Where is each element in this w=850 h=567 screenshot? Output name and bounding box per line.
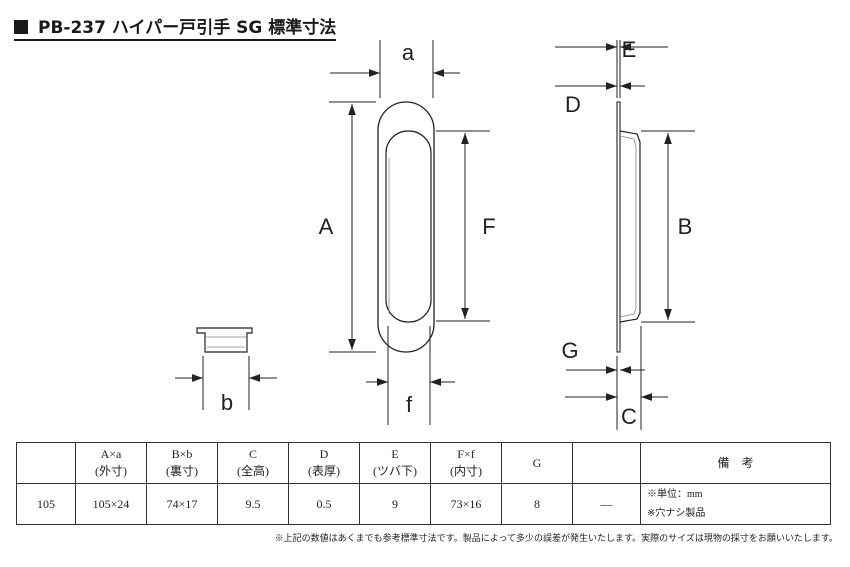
header-cell-blank xyxy=(16,442,76,484)
dim-label-C: C xyxy=(621,404,637,429)
header-top: A×a xyxy=(100,447,122,461)
front-inner-recess xyxy=(385,130,432,323)
dim-label-f: f xyxy=(406,392,413,417)
side-flange xyxy=(616,101,621,353)
spec-header-row: A×a (外寸) B×b (裏寸) C (全高) D (表厚) E (ツバ下) F×f (内… xyxy=(16,442,831,484)
side-view xyxy=(555,40,695,430)
cross-section-view xyxy=(175,327,277,410)
header-cell-C: C (全高) xyxy=(217,442,289,484)
dim-label-E: E xyxy=(622,37,637,62)
cell-Aa: 105×24 xyxy=(75,483,147,525)
header-top: G xyxy=(532,455,542,470)
cell-C: 9.5 xyxy=(217,483,289,525)
cell-Bb: 74×17 xyxy=(146,483,218,525)
header-sub: (内寸) xyxy=(450,464,482,478)
spec-data-row: 105 105×24 74×17 9.5 0.5 9 73×16 8 — ※単位… xyxy=(16,483,831,525)
cell-G: 8 xyxy=(501,483,573,525)
footnote: ※上記の数値はあくまでも参考標準寸法です。製品によって多少の誤差が発生いたします… xyxy=(274,533,838,543)
header-cell-Aa: A×a (外寸) xyxy=(75,442,147,484)
cell-remarks: ※単位：mm ※穴ナシ製品 xyxy=(640,483,831,525)
header-cell-G: G xyxy=(501,442,573,484)
header-top: C xyxy=(248,447,257,461)
dim-label-b: b xyxy=(221,390,233,415)
header-top: F×f xyxy=(457,447,475,461)
header-sub: (全高) xyxy=(237,464,269,478)
header-top: B×b xyxy=(171,447,193,461)
dim-label-F: F xyxy=(482,214,495,239)
side-body xyxy=(619,130,641,323)
cell-Ff: 73×16 xyxy=(430,483,502,525)
header-cell-Ff: F×f (内寸) xyxy=(430,442,502,484)
dim-label-a: a xyxy=(402,40,415,65)
header-cell-remarks: 備 考 xyxy=(640,442,831,484)
note-no-hole: ※穴ナシ製品 xyxy=(647,508,706,519)
title-square-icon xyxy=(14,20,28,34)
header-sub: (表厚) xyxy=(308,464,340,478)
note-unit: ※単位：mm xyxy=(647,489,703,500)
spec-table: A×a (外寸) B×b (裏寸) C (全高) D (表厚) E (ツバ下) F×f (内… xyxy=(16,442,831,525)
cell-size: 105 xyxy=(16,483,76,525)
dim-label-G: G xyxy=(561,338,578,363)
header-cell-blank-2 xyxy=(572,442,641,484)
title-text: PB-237 ハイパー戸引手 SG 標準寸法 xyxy=(38,18,337,38)
technical-drawing: a A F f b E D B G C xyxy=(175,37,695,430)
header-top: 備 考 xyxy=(717,455,754,470)
dim-label-A: A xyxy=(319,214,334,239)
header-cell-D: D (表厚) xyxy=(288,442,360,484)
header-top: D xyxy=(319,447,329,461)
cell-E: 9 xyxy=(359,483,431,525)
cell-D: 0.5 xyxy=(288,483,360,525)
header-cell-Bb: B×b (裏寸) xyxy=(146,442,218,484)
header-sub: (外寸) xyxy=(95,464,127,478)
front-view xyxy=(329,40,490,425)
page-title: PB-237 ハイパー戸引手 SG 標準寸法 xyxy=(14,18,337,41)
cell-dash: — xyxy=(572,483,641,525)
header-sub: (裏寸) xyxy=(166,464,198,478)
header-top: E xyxy=(391,447,399,461)
header-sub: (ツバ下) xyxy=(373,464,417,478)
dim-label-D: D xyxy=(565,92,581,117)
dim-label-B: B xyxy=(678,214,693,239)
header-cell-E: E (ツバ下) xyxy=(359,442,431,484)
front-outer-outline xyxy=(377,101,435,353)
